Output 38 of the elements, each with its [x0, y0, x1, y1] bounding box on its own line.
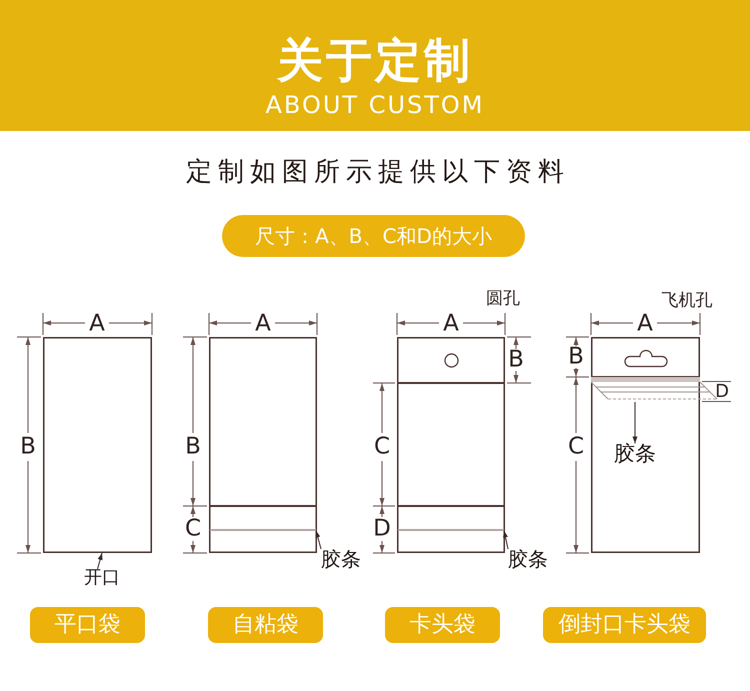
banner-title: 关于定制	[277, 37, 473, 83]
bag-outline	[43, 337, 152, 553]
dimension-letter: D	[373, 518, 391, 540]
bag-type-tag: 倒封口卡头袋	[543, 607, 706, 643]
glue-strip	[210, 529, 316, 530]
leader-line	[315, 530, 322, 550]
leader-line	[503, 530, 508, 550]
dimension-letter: C	[374, 436, 390, 458]
dimension-letter: B	[185, 436, 201, 458]
bag-type-tag: 平口袋	[30, 607, 145, 643]
leader-line	[97, 552, 102, 570]
bag-outline	[397, 337, 505, 553]
glue-strip	[398, 529, 504, 530]
part-label: 圆孔	[486, 290, 520, 308]
part-label: 胶条	[508, 549, 548, 569]
dimension-letter: A	[443, 312, 459, 336]
leader-line	[632, 402, 638, 444]
dimension-letter: A	[89, 312, 105, 336]
size-requirement-tag: 尺寸：A、B、C和D的大小	[222, 215, 525, 257]
part-label: 胶条	[614, 444, 656, 464]
dimension-letter: B	[568, 346, 584, 368]
header-banner	[0, 0, 750, 131]
part-label: 开口	[84, 569, 120, 587]
bag-type-tag: 自粘袋	[208, 607, 323, 643]
part-label: 飞机孔	[662, 292, 712, 310]
dimension-letter: A	[637, 312, 653, 336]
banner-subtitle: ABOUT CUSTOM	[265, 93, 485, 117]
dimension-letter: C	[184, 518, 202, 540]
dimension-letter: B	[508, 348, 524, 372]
dimension-letter: B	[20, 436, 36, 458]
section-heading: 定制如图所示提供以下资料	[185, 159, 570, 185]
bag-outline	[591, 337, 700, 553]
dimension-letter: D	[715, 382, 729, 400]
dimension-letter: C	[568, 436, 584, 458]
part-label: 胶条	[321, 549, 361, 569]
bag-type-tag: 卡头袋	[385, 607, 500, 643]
bag-outline	[209, 337, 317, 553]
dimension-letter: A	[255, 312, 271, 336]
